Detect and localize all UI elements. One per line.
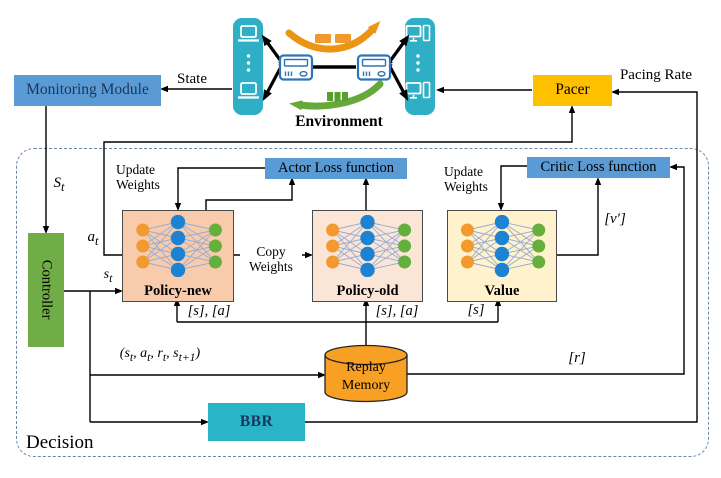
- bbr-box: BBR: [208, 403, 305, 441]
- wire-pacing-rate: [305, 88, 698, 423]
- bbr-label: BBR: [239, 412, 274, 430]
- router-icon: [356, 54, 392, 81]
- environment-graphic: [233, 18, 435, 115]
- pacing-rate-label: Pacing Rate: [619, 67, 693, 83]
- critic-loss-box: Critic Loss function: [527, 157, 670, 178]
- green-packets-icon: [327, 92, 348, 101]
- transition-tuple-label: (st, at, rt, st+1): [119, 346, 201, 364]
- value-input-label: [s]: [467, 302, 485, 318]
- neural-network-graphic: [326, 215, 412, 277]
- policy-new-label: Policy-new: [144, 283, 212, 299]
- ellipsis-dots-icon: [246, 54, 420, 72]
- policy-new-network-box: Policy-new: [122, 210, 234, 302]
- actor-loss-box: Actor Loss function: [265, 158, 407, 179]
- controller-box: Controller: [28, 233, 64, 347]
- replay-memory-cylinder: [324, 344, 408, 403]
- policy-old-label: Policy-old: [336, 283, 399, 299]
- state-st-math-label: St: [53, 175, 65, 194]
- critic-loss-label: Critic Loss function: [540, 158, 657, 175]
- value-output-label: [v′]: [604, 211, 626, 227]
- policy-old-input-label: [s], [a]: [375, 303, 419, 319]
- upstream-traffic-arrow: [285, 20, 381, 53]
- receiver-hosts-column: [405, 18, 435, 115]
- decision-dashed-region: [16, 148, 709, 457]
- neural-network-graphic: [136, 215, 222, 277]
- policy-old-network-box: Policy-old: [312, 210, 423, 302]
- wire-policynew-actorloss: [205, 177, 296, 210]
- actor-loss-label: Actor Loss function: [278, 159, 394, 176]
- wire-update-weights-actor: [174, 167, 265, 211]
- value-network-box: Value: [447, 210, 557, 302]
- monitoring-module-box: Monitoring Module: [14, 75, 161, 106]
- wire-action-to-pacer: [103, 105, 576, 256]
- wire-reward-critic: [407, 163, 685, 375]
- policy-new-input-label: [s], [a]: [187, 303, 231, 319]
- neural-network-graphic: [460, 215, 546, 277]
- environment-label: Environment: [295, 113, 383, 130]
- sender-hosts-column: [233, 18, 263, 115]
- monitoring-module-label: Monitoring Module: [26, 81, 149, 99]
- action-at-math-label: at: [87, 229, 99, 248]
- update-weights-critic-label: Update Weights: [444, 164, 488, 195]
- controller-label: Controller: [38, 260, 55, 320]
- decision-region-label: Decision: [26, 432, 94, 453]
- wire-value-criticloss: [555, 177, 602, 256]
- copy-weights-label: Copy Weights: [240, 242, 302, 277]
- value-label: Value: [484, 283, 520, 299]
- update-weights-actor-label: Update Weights: [116, 162, 160, 193]
- pacer-label: Pacer: [555, 81, 590, 99]
- laptop-icon: [238, 25, 259, 99]
- router-icon: [278, 54, 314, 81]
- wire-update-weights-critic: [497, 165, 527, 211]
- downstream-traffic-arrow: [289, 80, 384, 111]
- reward-label: [r]: [568, 350, 586, 366]
- orange-packets-icon: [315, 34, 351, 43]
- state-label: State: [177, 71, 207, 87]
- desktop-icon: [405, 24, 431, 99]
- pacer-box: Pacer: [533, 75, 612, 106]
- replay-memory-label: Replay Memory: [341, 360, 391, 393]
- state-st-lower-math-label: st: [103, 267, 113, 285]
